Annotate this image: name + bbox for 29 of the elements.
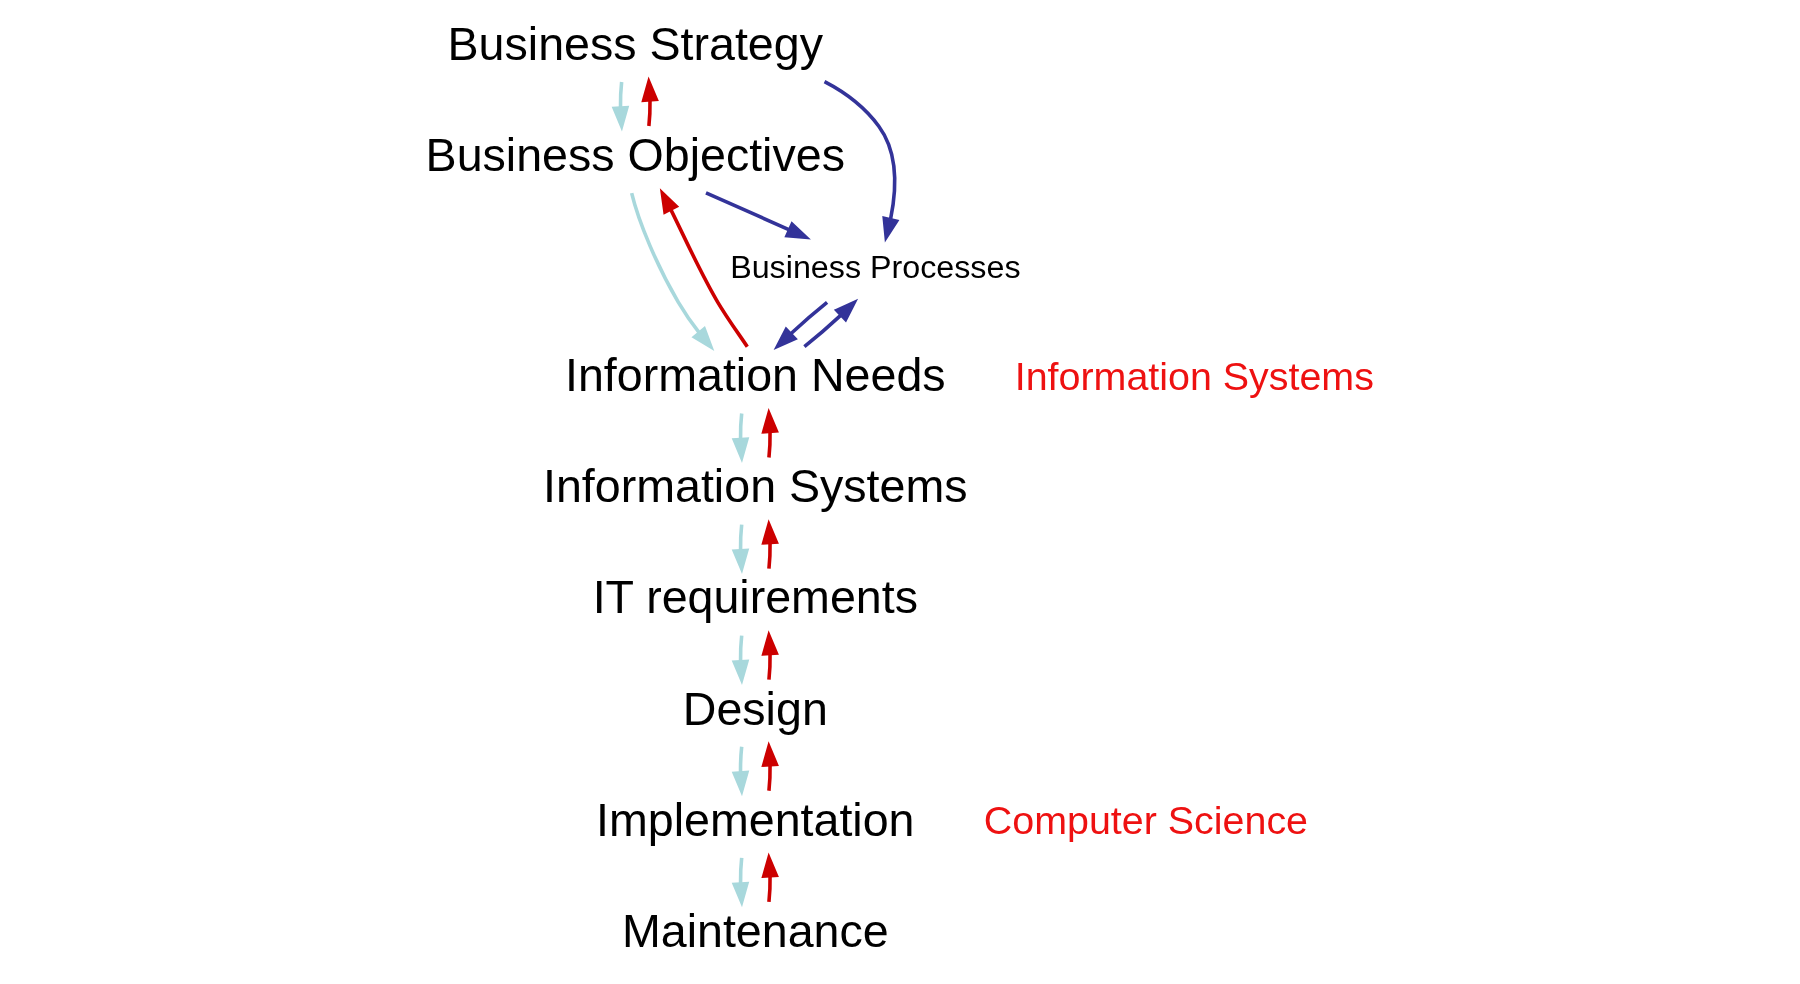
arrow bbox=[731, 524, 750, 574]
arrow bbox=[731, 746, 750, 797]
arrow bbox=[761, 408, 779, 458]
label: Information Systems bbox=[1014, 354, 1374, 399]
arrow bbox=[823, 80, 900, 243]
node-text: IT requirements bbox=[592, 571, 918, 624]
arrow bbox=[731, 857, 750, 908]
node-text: Business Objectives bbox=[425, 128, 845, 181]
label: Computer Science bbox=[983, 798, 1309, 843]
node-text: Business Strategy bbox=[447, 17, 823, 70]
arrow bbox=[731, 635, 750, 686]
node-text: Implementation bbox=[596, 793, 915, 846]
arrow bbox=[731, 413, 750, 463]
node-text: Business Processes bbox=[730, 248, 1021, 285]
node-text: Information Systems bbox=[543, 460, 968, 513]
arrow bbox=[611, 81, 630, 132]
arrow bbox=[629, 192, 715, 351]
arrow bbox=[705, 191, 811, 240]
node-text: Design bbox=[682, 682, 828, 735]
arrow bbox=[773, 301, 829, 351]
arrow bbox=[659, 188, 749, 348]
arrow bbox=[761, 852, 779, 903]
arrow bbox=[803, 298, 859, 349]
arrow bbox=[761, 519, 779, 569]
arrow bbox=[761, 630, 779, 680]
arrow bbox=[761, 741, 779, 791]
arrow bbox=[641, 76, 659, 127]
node-text: Information Needs bbox=[565, 349, 946, 402]
node-text: Maintenance bbox=[621, 904, 889, 957]
